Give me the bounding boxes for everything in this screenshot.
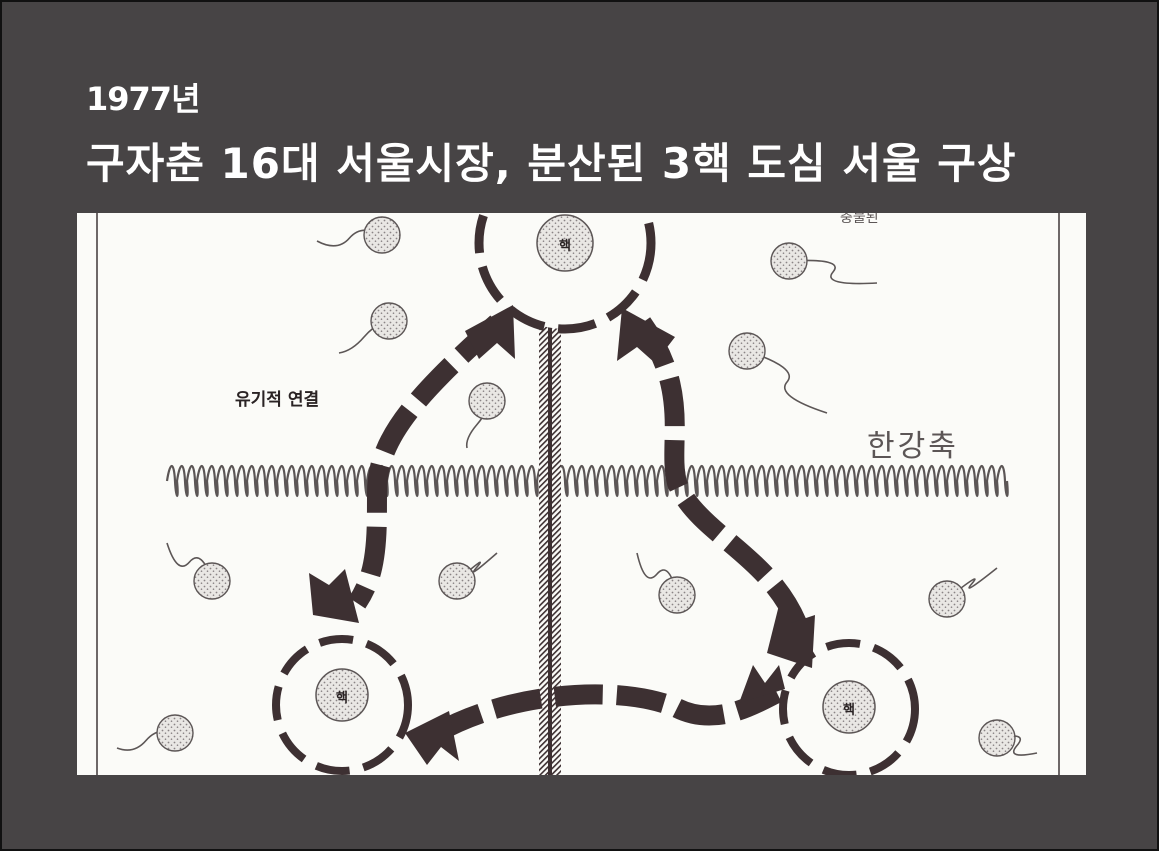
satellite-nodes xyxy=(116,216,1038,757)
cut-off-label: 충물된 xyxy=(840,213,879,226)
core-bottom-right-label: 핵 xyxy=(843,703,855,718)
slide-title: 구자춘 16대 서울시장, 분산된 3핵 도심 서울 구상 xyxy=(86,139,1017,188)
core-top xyxy=(474,213,656,334)
satellite-node xyxy=(770,242,808,280)
satellite-connector xyxy=(746,350,828,414)
slide-year: 1977년 xyxy=(86,80,201,118)
core-bottom-left xyxy=(272,635,412,775)
arrow-head-left-up xyxy=(465,305,515,359)
han-river-axis-label: 한강축 xyxy=(867,429,959,464)
arrow-head-right-down xyxy=(767,605,815,668)
satellite-connector xyxy=(788,259,878,285)
satellite-node xyxy=(370,302,408,340)
link-bottom-path xyxy=(432,684,782,742)
satellite-connector xyxy=(456,552,498,582)
arrow-heads xyxy=(309,305,815,765)
satellite-node xyxy=(658,576,696,614)
satellite-node xyxy=(193,562,231,600)
diagram-svg xyxy=(96,213,1060,775)
satellite-node xyxy=(928,580,966,618)
satellite-connector xyxy=(946,567,998,600)
organic-link-label: 유기적 연결 xyxy=(235,390,320,410)
satellite-node xyxy=(438,562,476,600)
organic-link-arrows xyxy=(348,315,807,742)
satellite-node xyxy=(363,216,401,254)
han-river-axis-line xyxy=(165,464,1009,498)
core-top-label: 핵 xyxy=(559,239,571,254)
satellite-node xyxy=(978,719,1016,757)
core-bottom-left-label: 핵 xyxy=(336,691,348,706)
core-bottom-right xyxy=(779,639,919,775)
diagram-panel: 유기적 연결 한강축 충물된 핵 핵 핵 xyxy=(77,213,1086,775)
link-left-path xyxy=(348,315,504,609)
arrow-head-left-down xyxy=(309,569,359,623)
satellite-node xyxy=(468,382,506,420)
arrow-head-bottom-left xyxy=(405,711,459,765)
satellite-node xyxy=(728,332,766,370)
link-right-path xyxy=(633,317,807,628)
satellite-node xyxy=(156,714,194,752)
arrow-head-right-up xyxy=(617,308,675,363)
arrow-head-bottom-right xyxy=(739,665,785,703)
